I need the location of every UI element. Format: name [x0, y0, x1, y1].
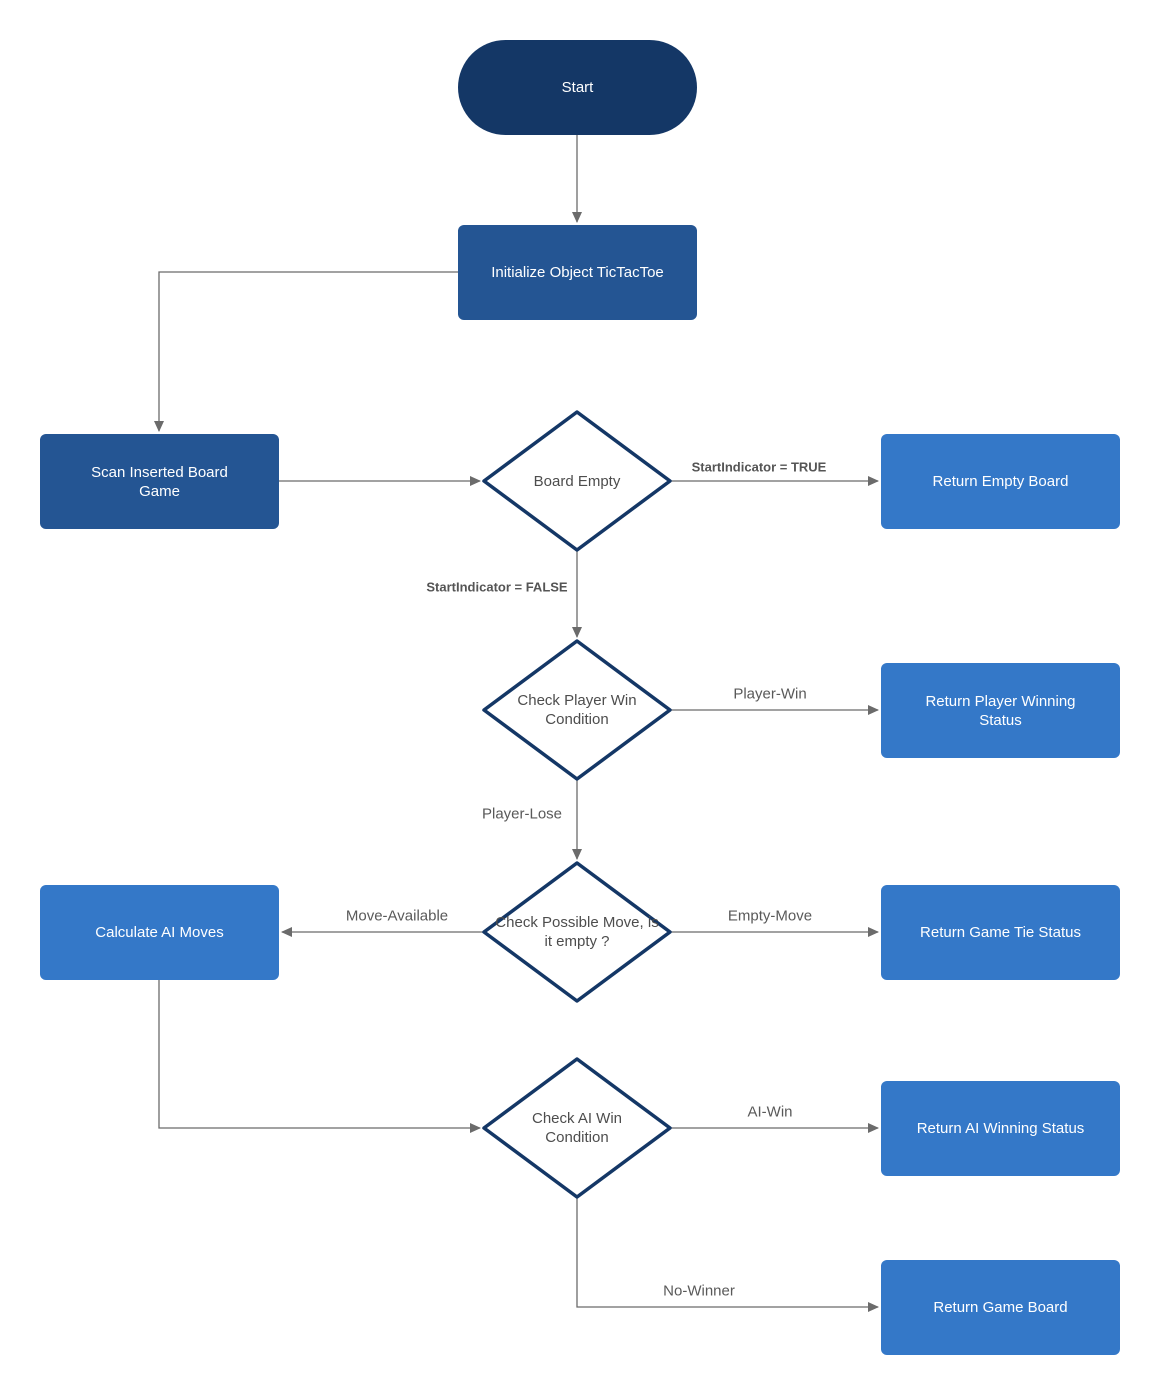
- return-player-winning-process: Return Player Winning Status: [881, 663, 1120, 758]
- check-ai-win-decision: Check AI Win Condition: [504, 1098, 650, 1158]
- board-empty-decision: Board Empty: [504, 451, 650, 511]
- edge-label-start-false: StartIndicator = FALSE: [426, 579, 568, 595]
- edge-label-start-true: StartIndicator = TRUE: [691, 459, 827, 475]
- decision-check-player-win-shape: [482, 639, 672, 781]
- edge-init-to-scan: [154, 271, 458, 432]
- return-empty-board-label: Return Empty Board: [932, 473, 1069, 490]
- scan-board-label: Scan Inserted Board Game: [91, 463, 228, 500]
- edge-label-empty-move: Empty-Move: [727, 907, 813, 925]
- scan-board-process: Scan Inserted Board Game: [40, 434, 279, 529]
- return-game-board-process: Return Game Board: [881, 1260, 1120, 1355]
- decision-check-possible-move-shape: [482, 861, 672, 1003]
- edge-label-no-winner: No-Winner: [663, 1282, 735, 1300]
- edge-label-player-lose: Player-Lose: [481, 805, 563, 823]
- return-game-tie-label: Return Game Tie Status: [920, 924, 1081, 941]
- edge-label-ai-win: AI-Win: [747, 1103, 793, 1121]
- edge-label-move-available: Move-Available: [345, 907, 449, 925]
- calculate-ai-moves-process: Calculate AI Moves: [40, 885, 279, 980]
- check-possible-move-label: Check Possible Move, is it empty ?: [495, 914, 659, 950]
- edge-label-player-win: Player-Win: [733, 685, 807, 703]
- edge-check-ai-to-return-board: [576, 1197, 879, 1312]
- return-ai-winning-label: Return AI Winning Status: [916, 1120, 1085, 1137]
- check-player-win-label: Check Player Win Condition: [517, 692, 637, 728]
- check-player-win-decision: Check Player Win Condition: [504, 680, 650, 740]
- start-terminal: Start: [458, 40, 697, 135]
- initialize-object-process: Initialize Object TicTacToe: [458, 225, 697, 320]
- check-ai-win-label: Check AI Win Condition: [531, 1110, 623, 1146]
- return-game-board-label: Return Game Board: [933, 1299, 1068, 1316]
- decision-check-ai-win-shape: [482, 1057, 672, 1199]
- return-empty-board-process: Return Empty Board: [881, 434, 1120, 529]
- calculate-ai-moves-label: Calculate AI Moves: [95, 924, 224, 941]
- check-possible-move-decision: Check Possible Move, is it empty ?: [494, 902, 660, 962]
- decision-board-empty-shape: [482, 410, 672, 552]
- board-empty-label: Board Empty: [533, 472, 621, 490]
- return-ai-winning-process: Return AI Winning Status: [881, 1081, 1120, 1176]
- edge-calc-ai-to-check-ai: [158, 979, 481, 1133]
- return-player-winning-label: Return Player Winning Status: [925, 692, 1076, 729]
- start-label: Start: [561, 79, 594, 96]
- return-game-tie-process: Return Game Tie Status: [881, 885, 1120, 980]
- initialize-object-label: Initialize Object TicTacToe: [491, 264, 664, 281]
